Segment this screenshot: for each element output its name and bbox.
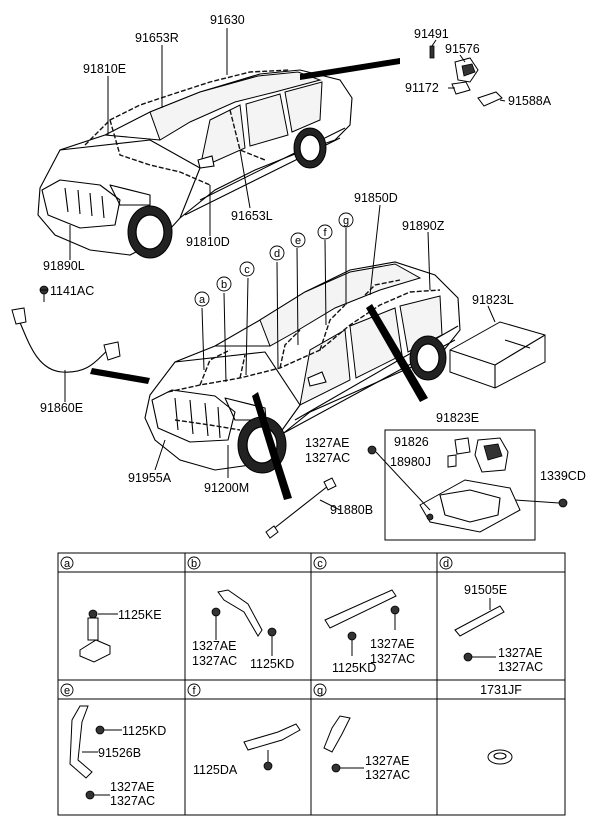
label-91588A: 91588A <box>508 94 552 108</box>
marker-f: f <box>323 227 327 239</box>
cell-e-parts: 1125KD 91526B 1327AE 1327AC <box>69 705 166 808</box>
cell-e-label: e <box>64 685 70 697</box>
label-91823E: 91823E <box>436 411 479 425</box>
label-91172: 91172 <box>405 81 439 95</box>
marker-b: b <box>221 279 227 291</box>
label-91850D: 91850D <box>354 191 398 205</box>
label-91653L: 91653L <box>231 209 273 223</box>
callout-labels: 91630 91653R 91810E 91491 91576 91172 91… <box>40 13 586 517</box>
label-91491: 91491 <box>414 27 449 41</box>
cell-c-label: c <box>317 558 323 570</box>
cell-g-p1: 1327AE <box>365 754 409 768</box>
label-91955A: 91955A <box>128 471 172 485</box>
cell-b-parts: 1327AE 1327AC 1125KD <box>192 589 294 671</box>
cell-a-label: a <box>64 558 71 570</box>
cell-a-p1: 1125KE <box>118 608 162 622</box>
cell-g-label: g <box>317 685 323 697</box>
parts-91491-91576 <box>429 45 503 107</box>
label-91823L: 91823L <box>472 293 514 307</box>
label-1327AC-main: 1327AC <box>305 451 350 465</box>
marker-e: e <box>295 235 301 247</box>
label-1327AE-main: 1327AE <box>305 436 349 450</box>
label-91860E: 91860E <box>40 401 83 415</box>
cell-f-parts: 1125DA <box>193 723 301 777</box>
cell-b-p1: 1327AE <box>192 639 236 653</box>
parts-table <box>57 552 566 816</box>
leader-lines <box>40 28 506 511</box>
cell-e-p4: 1327AC <box>110 794 155 808</box>
cell-a-parts: 1125KE <box>79 608 162 663</box>
letter-markers: a b c d e f g <box>194 212 354 307</box>
cable-91880B <box>265 477 337 539</box>
cell-b-p3: 1125KD <box>250 657 294 671</box>
module-91823L <box>449 321 546 389</box>
cell-e-p2: 91526B <box>98 746 141 760</box>
cell-f-p1: 1125DA <box>193 763 238 777</box>
label-91576: 91576 <box>445 42 480 56</box>
main-car <box>90 261 461 500</box>
cell-d-parts: 91505E 1327AE 1327AC <box>454 583 543 674</box>
cable-91860E <box>11 285 121 373</box>
top-car <box>37 58 400 259</box>
label-91653R: 91653R <box>135 31 179 45</box>
cell-d-label: d <box>443 558 449 570</box>
cell-e-p3: 1327AE <box>110 780 154 794</box>
cell-f-label: f <box>192 685 196 697</box>
label-91810D: 91810D <box>186 235 230 249</box>
label-91630: 91630 <box>210 13 245 27</box>
cell-c-p1: 1327AE <box>370 637 414 651</box>
marker-a: a <box>199 294 206 306</box>
cell-c-p2: 1327AC <box>370 652 415 666</box>
box-91823E <box>384 429 536 541</box>
label-91880B: 91880B <box>330 503 373 517</box>
label-1339CD: 1339CD <box>540 469 586 483</box>
cell-e-p1: 1125KD <box>122 724 166 738</box>
label-91810E: 91810E <box>83 62 126 76</box>
cell-h-parts <box>487 749 513 765</box>
label-91200M: 91200M <box>204 481 249 495</box>
label-91890Z: 91890Z <box>402 219 445 233</box>
cell-d-p1: 1327AE <box>498 646 542 660</box>
label-18980J: 18980J <box>390 455 431 469</box>
cell-h-title: 1731JF <box>480 683 522 697</box>
cell-b-label: b <box>191 558 197 570</box>
cell-c-p3: 1125KD <box>332 661 376 675</box>
fuse-box-91823E <box>367 437 568 533</box>
cell-b-p2: 1327AC <box>192 654 237 668</box>
label-91890L: 91890L <box>43 259 85 273</box>
cell-c-parts: 1327AE 1327AC 1125KD <box>324 589 415 675</box>
cell-d-p0: 91505E <box>464 583 507 597</box>
label-91826: 91826 <box>394 435 429 449</box>
cell-g-p2: 1327AC <box>365 768 410 782</box>
cell-d-p2: 1327AC <box>498 660 543 674</box>
cell-g-parts: 1327AE 1327AC <box>323 715 410 782</box>
label-1141AC: 1141AC <box>50 284 94 298</box>
table-headers: a b c d e f g 1731JF <box>60 556 522 697</box>
marker-d: d <box>274 248 280 260</box>
marker-g: g <box>343 215 349 227</box>
marker-c: c <box>244 264 250 276</box>
